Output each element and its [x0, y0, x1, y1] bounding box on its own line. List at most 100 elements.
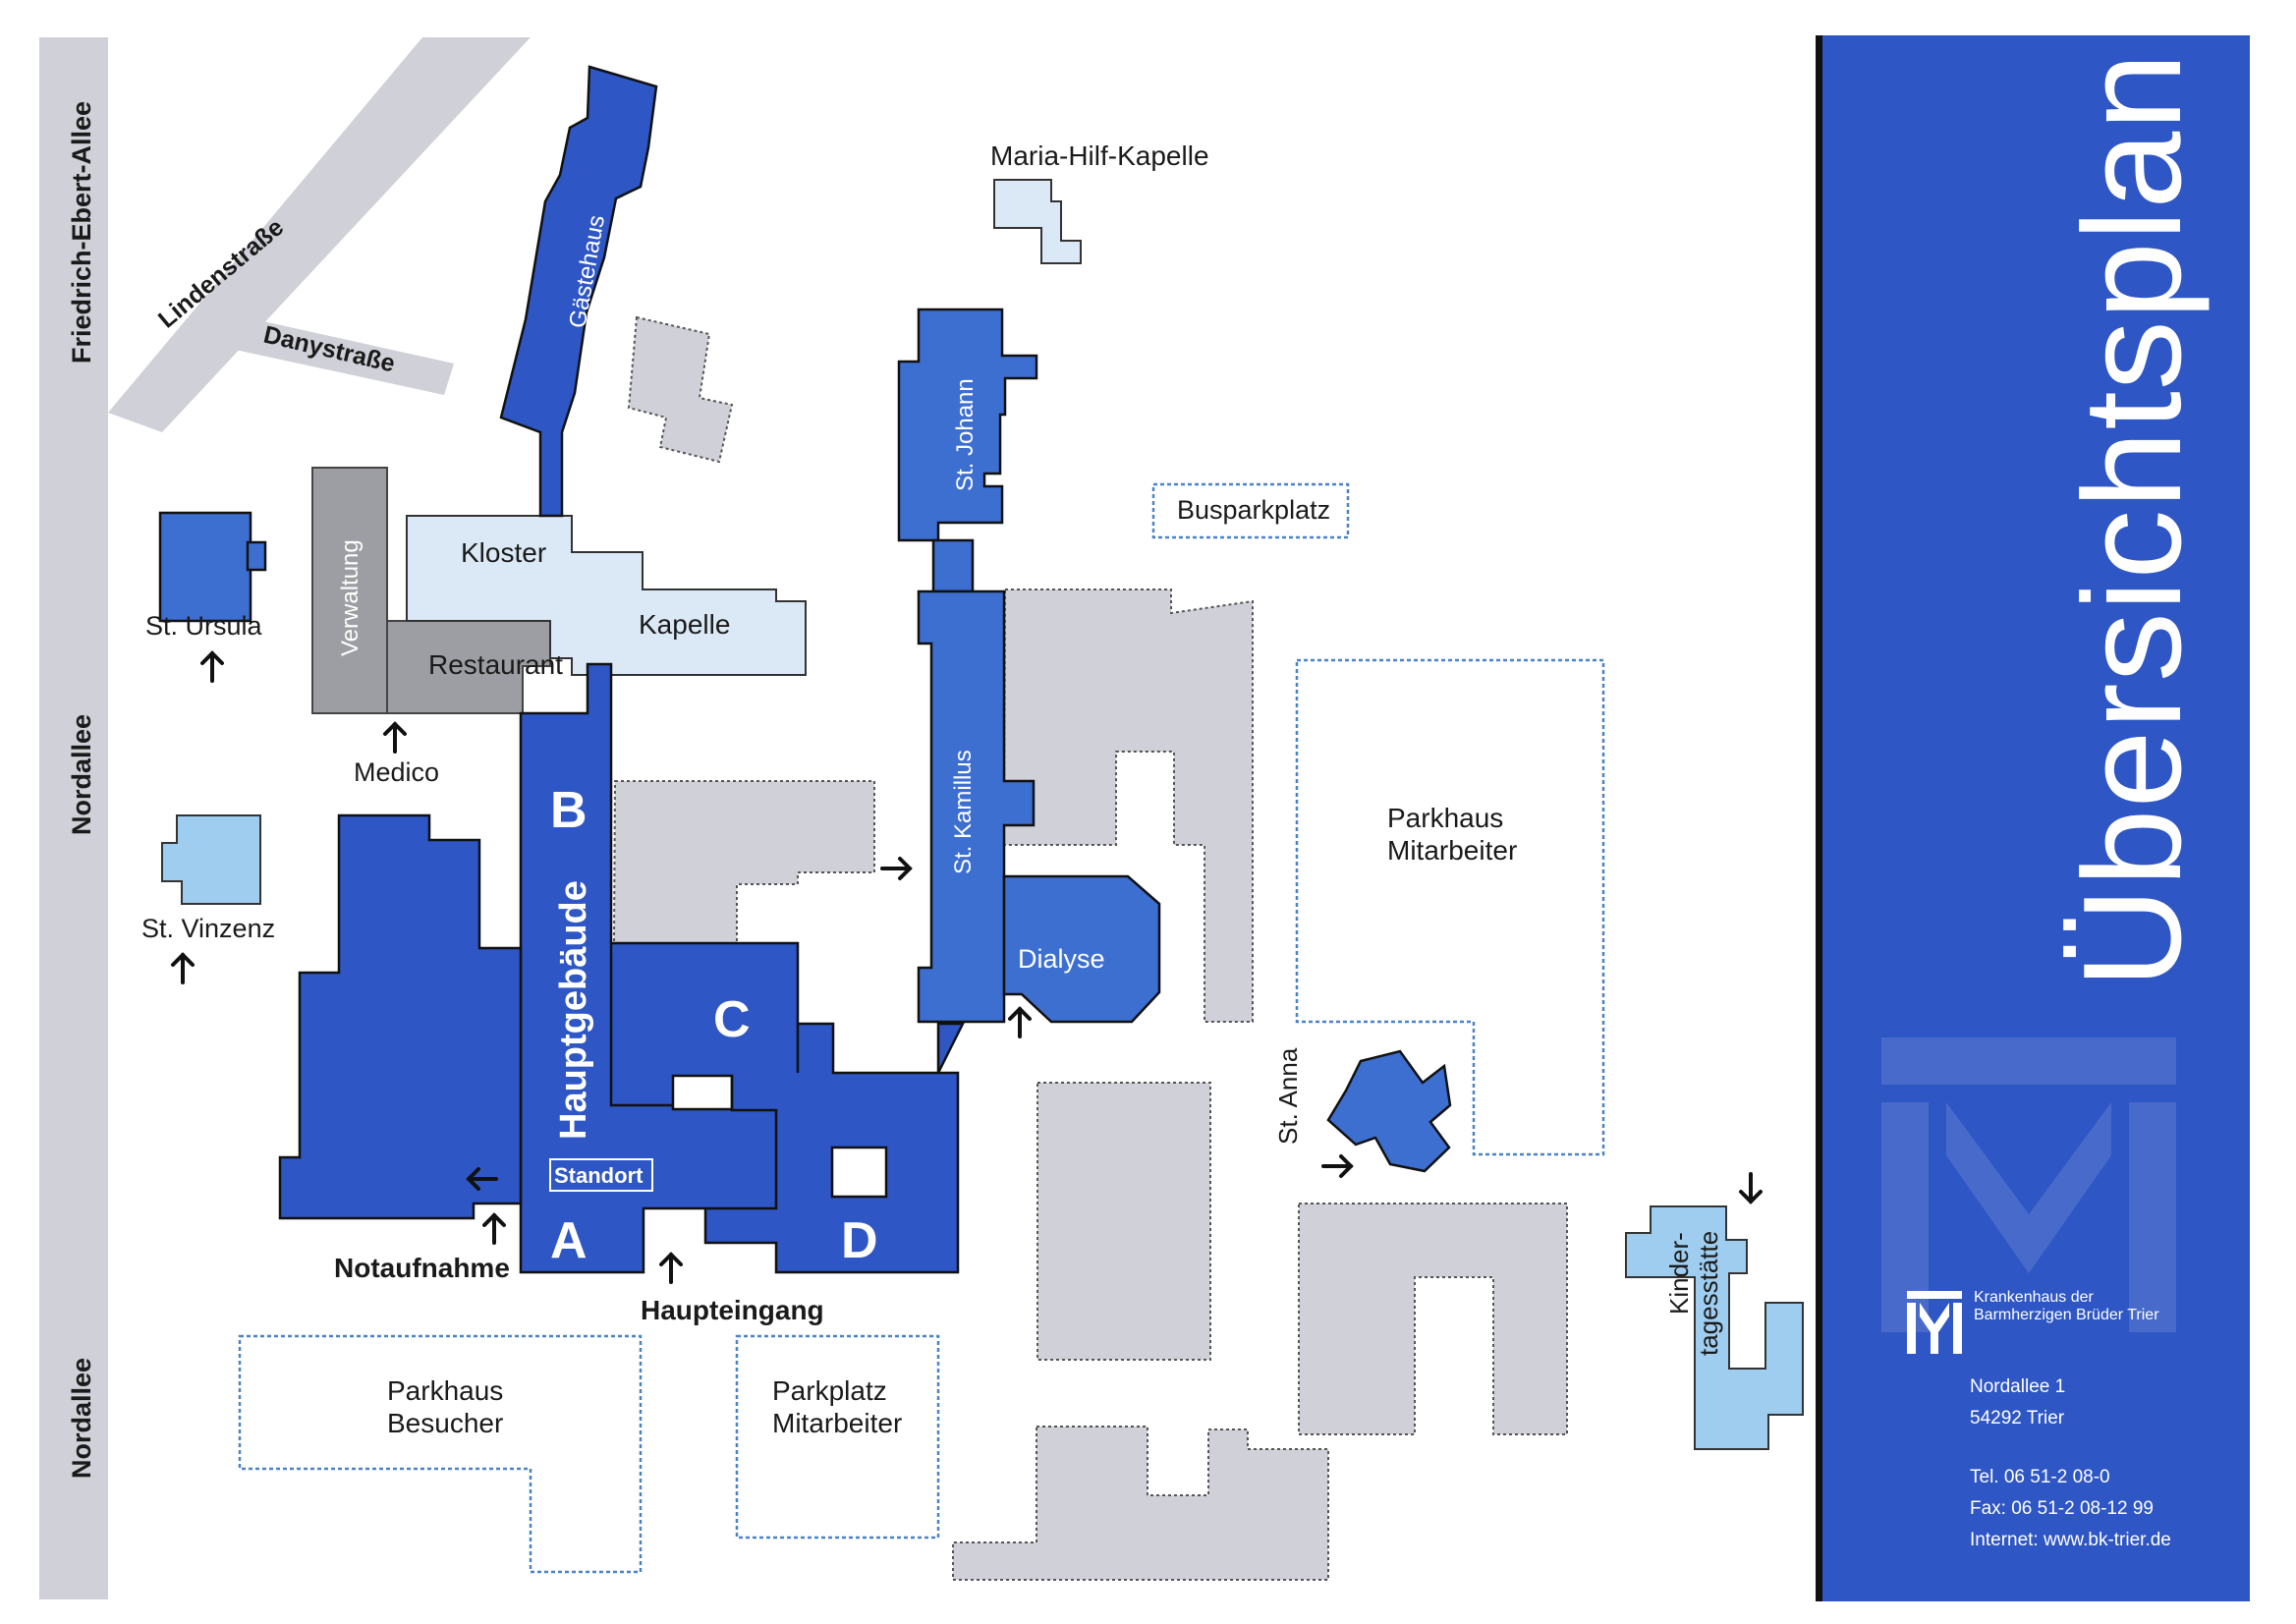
- main-building-divisions: [609, 943, 800, 1210]
- street-friedrich-ebert-allee: [39, 37, 108, 1599]
- standort-badge: [549, 1158, 653, 1192]
- label-parkhaus-besucher-1: Parkhaus: [387, 1375, 503, 1406]
- arrow-st-anna: [1321, 1154, 1354, 1178]
- arrow-kamillus: [880, 857, 913, 880]
- building-st-johann: [897, 308, 1038, 542]
- arrow-medico: [383, 721, 407, 754]
- label-st-anna: St. Anna: [1273, 1047, 1303, 1145]
- label-st-ursula: St. Ursula: [145, 611, 263, 641]
- courtyard-c: [671, 1074, 734, 1111]
- building-st-ursula-notch: [246, 540, 267, 572]
- label-verwaltung: Verwaltung: [337, 539, 364, 656]
- org-line1: Krankenhaus der: [1974, 1289, 2094, 1306]
- label-notaufnahme: Notaufnahme: [334, 1253, 510, 1283]
- arrow-notaufnahme-west: [466, 1167, 498, 1191]
- arrow-st-vinzenz: [171, 952, 195, 984]
- mid-blue-buildings: [158, 308, 1452, 1173]
- arrow-dialyse: [1008, 1006, 1032, 1038]
- building-gray-south: [952, 1426, 1329, 1581]
- parking-areas: [238, 482, 1605, 1574]
- parking-busparkplatz: [1151, 482, 1350, 539]
- label-st-vinzenz: St. Vinzenz: [141, 914, 275, 943]
- label-parkhaus-mitarbeiter-1: Parkhaus: [1387, 803, 1503, 833]
- watermark-logo: [1881, 1037, 2176, 1332]
- label-restaurant: Restaurant: [428, 649, 563, 680]
- building-maria-hilf-kapelle: [993, 179, 1082, 264]
- label-parkplatz-mitarbeiter-2: Mitarbeiter: [772, 1408, 902, 1438]
- building-gaestehaus: [499, 65, 658, 518]
- label-medico: Medico: [354, 757, 439, 787]
- hospital-logo-icon: [1907, 1291, 1962, 1354]
- arrow-notaufnahme: [482, 1212, 506, 1245]
- label-wing-b: B: [550, 782, 588, 839]
- building-gray-kamillus-east: [1002, 588, 1254, 1023]
- label-st-kamillus: St. Kamillus: [950, 750, 977, 874]
- parking-parkplatz-mitarbeiter: [735, 1334, 940, 1540]
- street-danystrasse: [231, 316, 454, 395]
- parking-parkhaus-besucher: [238, 1334, 643, 1574]
- building-st-vinzenz: [161, 814, 261, 905]
- label-st-johann: St. Johann: [952, 378, 979, 491]
- contact-internet[interactable]: Internet: www.bk-trier.de: [1970, 1530, 2171, 1550]
- label-dialyse: Dialyse: [1018, 944, 1105, 974]
- label-busparkplatz: Busparkplatz: [1177, 495, 1330, 525]
- courtyard-d: [830, 1146, 888, 1199]
- building-gray-north: [627, 315, 734, 464]
- street-lindenstrasse: [108, 37, 531, 432]
- label-nordallee-upper: Nordallee: [67, 714, 96, 835]
- building-st-anna: [1326, 1049, 1452, 1173]
- building-gray-center: [612, 780, 875, 944]
- org-line2: Barmherzigen Brüder Trier: [1974, 1307, 2159, 1323]
- building-gray-east: [1298, 1203, 1568, 1435]
- label-kapelle: Kapelle: [639, 609, 730, 640]
- dark-gray-buildings: [311, 467, 551, 714]
- building-kindertagesstaette: [1625, 1205, 1804, 1450]
- label-wing-a: A: [550, 1212, 588, 1269]
- label-maria-hilf-kapelle: Maria-Hilf-Kapelle: [990, 140, 1209, 171]
- org-name: Krankenhaus der Barmherzigen Brüder Trie…: [1974, 1289, 2159, 1324]
- label-kloster: Kloster: [461, 537, 546, 568]
- contact-tel: Tel. 06 51-2 08-0: [1970, 1467, 2110, 1487]
- label-parkplatz-mitarbeiter-1: Parkplatz: [772, 1375, 887, 1406]
- streets: [39, 37, 531, 1599]
- label-hauptgebaeude: Hauptgebäude: [553, 880, 594, 1140]
- building-kloster: [406, 515, 807, 676]
- info-panel: Übersichtsplan Krankenhaus der Barmherzi…: [1816, 35, 2250, 1601]
- building-gray-mid-south: [1036, 1082, 1211, 1361]
- division-ac: [609, 943, 673, 1107]
- address-street: Nordallee 1: [1970, 1376, 2066, 1397]
- building-dialyse: [1002, 874, 1161, 1024]
- label-kindertagesstaette-2: tagesstätte: [1694, 1231, 1723, 1356]
- contact-fax: Fax: 06 51-2 08-12 99: [1970, 1498, 2154, 1519]
- arrow-haupteingang: [659, 1252, 683, 1284]
- label-standort: Standort: [554, 1163, 644, 1188]
- dark-blue-buildings: [278, 65, 966, 1274]
- connector-johann-kamillus: [931, 538, 975, 593]
- label-friedrich-ebert-allee: Friedrich-Ebert-Allee: [67, 101, 96, 364]
- label-wing-c: C: [713, 991, 751, 1048]
- label-kindertagesstaette-1: Kinder-: [1664, 1232, 1694, 1315]
- building-west-wing: [278, 813, 523, 1220]
- parking-parkhaus-mitarbeiter: [1295, 658, 1605, 1156]
- arrow-st-ursula: [200, 650, 224, 683]
- building-st-ursula: [158, 511, 252, 623]
- label-parkhaus-mitarbeiter-2: Mitarbeiter: [1387, 835, 1517, 866]
- building-verwaltung: [311, 467, 388, 714]
- light-blue-buildings: [161, 814, 1804, 1450]
- entrance-arrows: [171, 650, 1763, 1284]
- label-nordallee-lower: Nordallee: [67, 1358, 96, 1479]
- label-wing-d: D: [841, 1212, 878, 1269]
- address-city: 54292 Trier: [1970, 1408, 2065, 1428]
- arrow-kita: [1739, 1172, 1763, 1204]
- gray-buildings: [612, 315, 1568, 1581]
- courtyards: [671, 1074, 888, 1199]
- address-block: Nordallee 1 54292 Trier: [1970, 1372, 2065, 1434]
- division-cd: [705, 1076, 778, 1210]
- building-st-kamillus: [917, 589, 1036, 1024]
- building-hauptgebaeude: [519, 662, 966, 1274]
- contact-block: Tel. 06 51-2 08-0 Fax: 06 51-2 08-12 99 …: [1970, 1462, 2171, 1556]
- label-parkhaus-besucher-2: Besucher: [387, 1408, 503, 1438]
- label-haupteingang: Haupteingang: [641, 1295, 824, 1325]
- panel-title: Übersichtsplan: [2054, 51, 2211, 988]
